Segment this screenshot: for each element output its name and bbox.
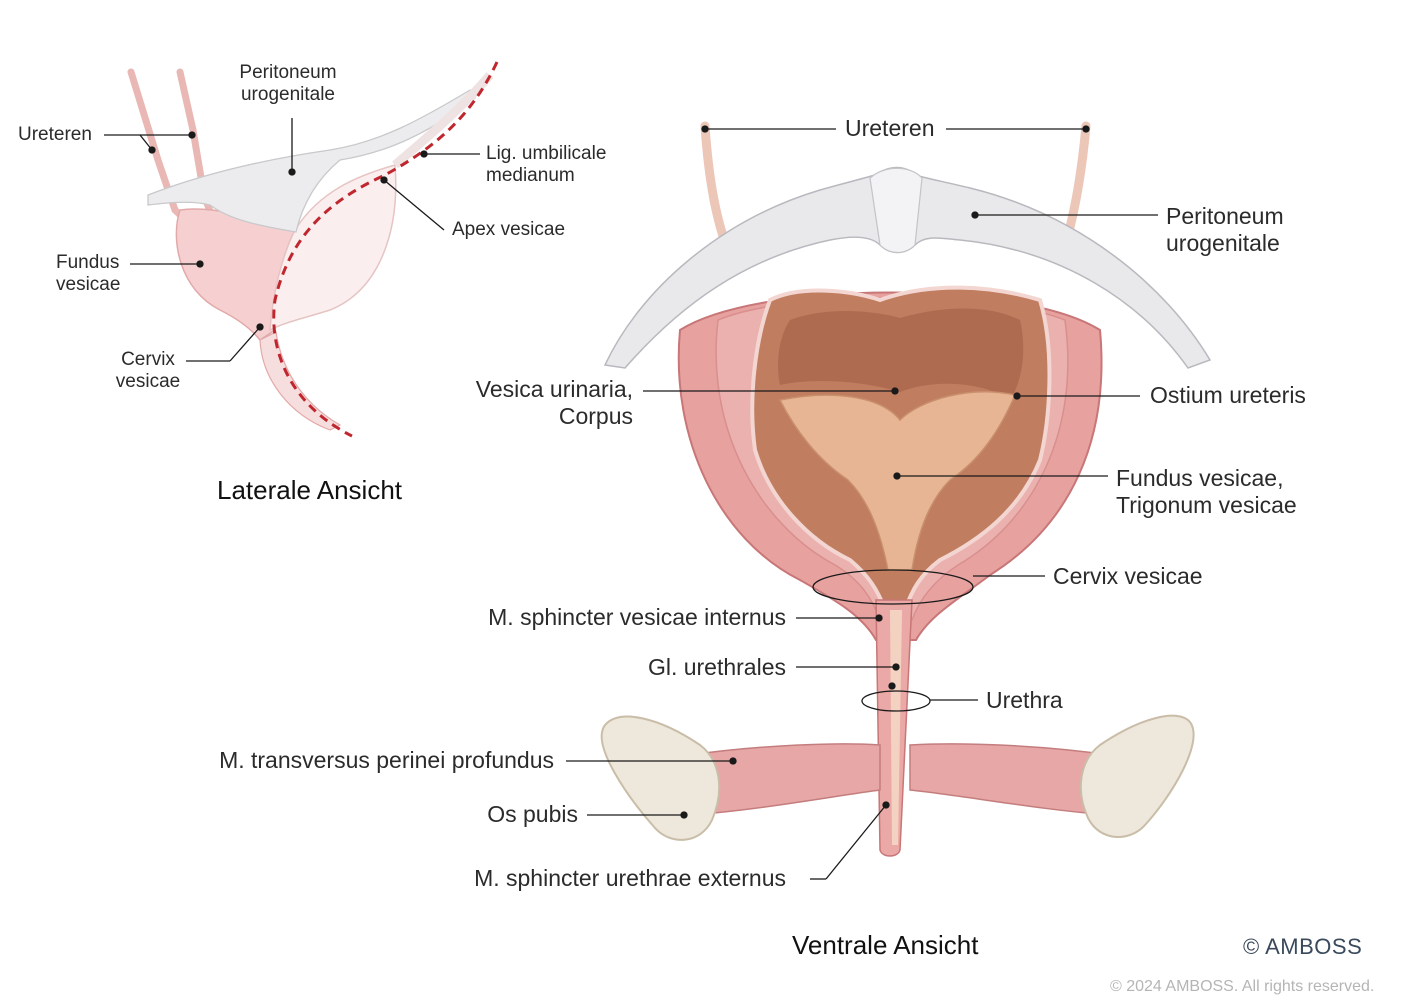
ventral-transversus-muscle bbox=[689, 743, 881, 816]
ventral-transversus-muscle-right bbox=[909, 743, 1111, 816]
lateral-label-lig-line1: Lig. umbilicale bbox=[486, 143, 607, 164]
ventral-ureter-left bbox=[700, 121, 733, 255]
lateral-urethra bbox=[259, 331, 342, 431]
brand-copyright: © AMBOSS bbox=[1243, 934, 1363, 959]
ventral-label-peritoneum-line2: urogenitale bbox=[1166, 229, 1280, 256]
lateral-label-lig-line2: medianum bbox=[486, 165, 575, 187]
ventral-urethra-ring bbox=[861, 690, 931, 712]
ventral-label-fundus-line1: Fundus vesicae, bbox=[1116, 465, 1284, 491]
ventral-label-vesica-line1: Vesica urinaria, bbox=[475, 376, 633, 402]
lateral-label-cervix: Cervix vesicae bbox=[108, 349, 188, 393]
lateral-umbilical-ligament bbox=[392, 72, 494, 169]
ventral-label-gl-urethrales: Gl. urethrales bbox=[647, 654, 786, 680]
ventral-peritoneum bbox=[603, 166, 1212, 369]
lateral-peritoneum bbox=[147, 89, 476, 233]
lateral-label-fundus-line2: vesicae bbox=[56, 274, 121, 296]
lateral-label-peritoneum-line1: Peritoneum bbox=[239, 62, 337, 83]
ventral-peritoneum-fold bbox=[869, 167, 923, 254]
ventral-label-ostium: Ostium ureteris bbox=[1150, 382, 1306, 408]
ventral-lumen-inner bbox=[778, 308, 1024, 400]
ventral-label-vesica-line2: Corpus bbox=[558, 402, 633, 429]
ventral-label-sphincter-externus: M. sphincter urethrae externus bbox=[474, 865, 786, 891]
lateral-label-fundus-line1: Fundus bbox=[56, 252, 120, 273]
ventral-ureter-right bbox=[1063, 121, 1091, 240]
lateral-label-peritoneum: Peritoneum urogenitale bbox=[228, 62, 348, 106]
lateral-view-title: Laterale Ansicht bbox=[217, 475, 403, 505]
ventral-view-title: Ventrale Ansicht bbox=[792, 930, 979, 960]
lateral-label-cervix-line1: Cervix bbox=[121, 349, 175, 370]
lateral-view-drawing bbox=[104, 61, 499, 438]
ventral-label-urethra: Urethra bbox=[986, 687, 1063, 713]
ventral-cervix-ring bbox=[812, 569, 974, 605]
lateral-label-ureteren: Ureteren bbox=[18, 124, 92, 145]
ventral-label-os-pubis: Os pubis bbox=[487, 801, 578, 827]
lateral-label-apex: Apex vesicae bbox=[452, 219, 566, 240]
rights-reserved: © 2024 AMBOSS. All rights reserved. bbox=[1110, 978, 1375, 995]
ventral-label-cervix: Cervix vesicae bbox=[1053, 563, 1203, 589]
ventral-label-vesica: Vesica urinaria, Corpus bbox=[433, 376, 633, 429]
ventral-label-ureteren: Ureteren bbox=[845, 115, 935, 141]
ventral-label-peritoneum: Peritoneum urogenitale bbox=[1166, 203, 1284, 256]
ventral-label-fundus: Fundus vesicae, Trigonum vesicae bbox=[1116, 465, 1297, 518]
ventral-label-fundus-line2: Trigonum vesicae bbox=[1116, 491, 1297, 518]
ventral-label-peritoneum-line1: Peritoneum bbox=[1166, 203, 1284, 229]
ventral-view-drawing bbox=[566, 121, 1212, 880]
lateral-label-lig-umbilicale: Lig. umbilicale medianum bbox=[486, 143, 606, 187]
ventral-trigone bbox=[778, 391, 1017, 571]
ventral-os-pubis-left bbox=[600, 715, 721, 841]
lateral-label-fundus: Fundus vesicae bbox=[56, 252, 120, 296]
ventral-label-sphincter-internus: M. sphincter vesicae internus bbox=[488, 604, 786, 630]
lateral-label-peritoneum-line2: urogenitale bbox=[240, 84, 336, 106]
ventral-os-pubis-right bbox=[1079, 714, 1195, 838]
lateral-label-cervix-line2: vesicae bbox=[115, 371, 181, 393]
ventral-label-transversus: M. transversus perinei profundus bbox=[219, 747, 554, 773]
